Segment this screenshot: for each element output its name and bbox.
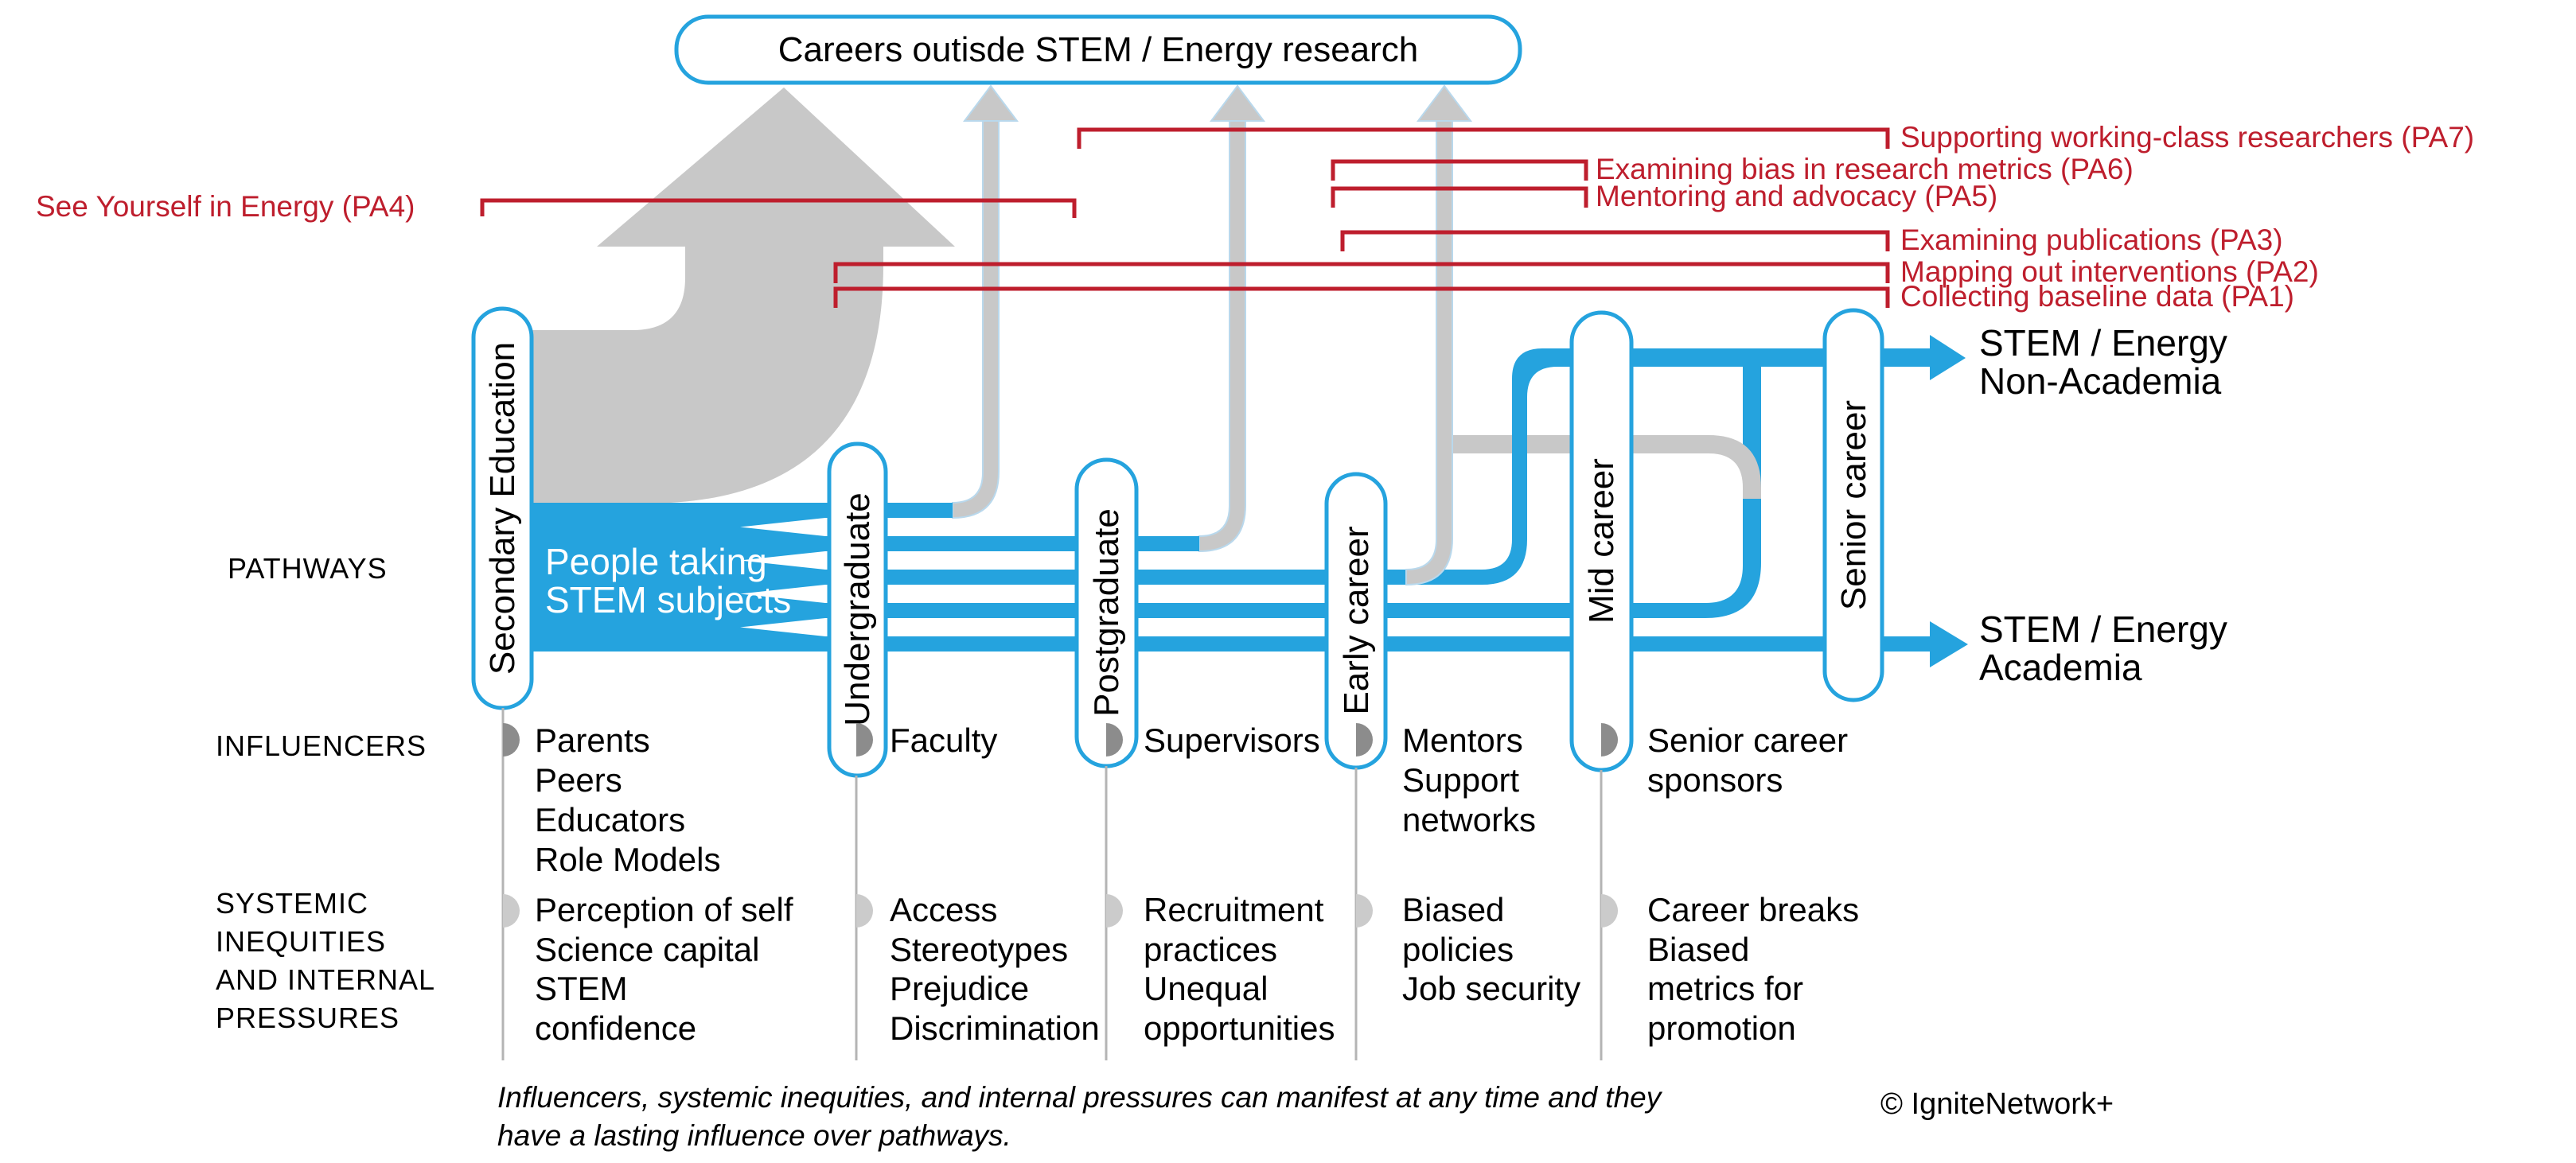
pill-label-secondary: Secondary Education	[483, 342, 522, 675]
pill-label-postgraduate: Postgraduate	[1087, 508, 1126, 717]
systemic-item: Discrimination	[890, 1009, 1100, 1047]
annotation-pa3: Examining publications (PA3)	[1900, 224, 2283, 256]
exit-arrowhead-earlycareer	[1417, 84, 1472, 122]
flow-exit-earlycareer-arrow	[1405, 84, 1472, 586]
flow-band-4	[825, 603, 1705, 618]
careers-outside-label: Careers outisde STEM / Energy research	[778, 30, 1419, 69]
annotation-pa1: Collecting baseline data (PA1)	[1900, 280, 2294, 313]
bracket-pa7	[1077, 127, 1890, 149]
annotation-pa5: Mentoring and advocacy (PA5)	[1596, 180, 1997, 212]
systemic-item: Stereotypes	[890, 931, 1068, 968]
bracket-pa2	[833, 262, 1890, 283]
source-flow-line1: People taking	[545, 541, 767, 582]
flow-midcareer-leavers-band	[1527, 435, 1761, 499]
flow-band-3	[825, 570, 1482, 585]
source-flow-line2: STEM subjects	[545, 579, 791, 620]
credit-label: © IgniteNetwork+	[1880, 1087, 2114, 1121]
influencer-item: Support	[1402, 761, 1519, 799]
flow-midcareer-leavers-band-left	[1436, 435, 1514, 453]
flow-exit-secondary-arrow	[525, 88, 955, 504]
influencer-item: Supervisors	[1144, 722, 1320, 759]
influencer-item: Parents	[535, 722, 650, 759]
systemic-item: STEM	[535, 970, 628, 1007]
flow-split-notches	[740, 518, 825, 636]
influencer-item: Faculty	[890, 722, 997, 759]
influencer-item: networks	[1402, 801, 1536, 838]
pill-label-early-career: Early career	[1337, 526, 1376, 714]
row-label-pathways: PATHWAYS	[228, 552, 388, 585]
arrowhead-academia	[1930, 621, 1968, 667]
annotation-pa6: Examining bias in research metrics (PA6)	[1596, 153, 2134, 185]
systemic-item: Access	[890, 891, 997, 928]
exit-arrowhead-postgraduate	[1210, 84, 1265, 122]
footnote-line1: Influencers, systemic inequities, and in…	[497, 1081, 1663, 1114]
flow-midcareer-connector-tube	[1705, 367, 1761, 618]
bracket-pa3	[1340, 230, 1890, 251]
row-label-systemic-4: PRESSURES	[216, 1002, 399, 1034]
systemic-item: practices	[1144, 931, 1277, 968]
exit-arrowhead-undergraduate	[963, 84, 1019, 122]
arrowhead-nonacademia	[1930, 335, 1966, 380]
bracket-pa4	[480, 198, 1077, 218]
pill-label-mid-career: Mid career	[1582, 458, 1621, 624]
systemic-item: opportunities	[1144, 1009, 1335, 1047]
row-label-systemic-2: INEQUITIES	[216, 925, 386, 958]
footnote-line2: have a lasting influence over pathways.	[497, 1119, 1011, 1152]
systemic-item: Science capital	[535, 931, 760, 968]
systemic-bullets	[503, 894, 1618, 928]
bracket-pa6	[1331, 159, 1588, 181]
outcome-nonacademia-line1: STEM / Energy	[1979, 322, 2227, 364]
careers-outside-box	[674, 14, 1522, 85]
systemic-item: Unequal	[1144, 970, 1268, 1007]
outcome-academia-line1: STEM / Energy	[1979, 609, 2227, 650]
systemic-item: Perception of self	[535, 891, 793, 928]
systemic-item: confidence	[535, 1009, 696, 1047]
bracket-pa1	[833, 286, 1890, 308]
flow-exit-undergraduate-arrow	[952, 84, 1019, 519]
flow-exit-postgraduate-arrow	[1198, 84, 1265, 553]
systemic-item: Biased	[1647, 931, 1749, 968]
systemic-item: metrics for	[1647, 970, 1803, 1007]
influencer-item: sponsors	[1647, 761, 1783, 799]
outcome-academia-line2: Academia	[1979, 647, 2142, 688]
systemic-item: Biased	[1402, 891, 1504, 928]
influencer-texts: Parents Peers Educators Role Models Facu…	[535, 722, 1848, 878]
systemic-item: Recruitment	[1144, 891, 1324, 928]
annotation-pa7: Supporting working-class researchers (PA…	[1900, 121, 2474, 154]
row-label-systemic-3: AND INTERNAL	[216, 963, 435, 996]
influencer-item: Mentors	[1402, 722, 1523, 759]
pill-label-senior-career: Senior career	[1834, 400, 1873, 610]
systemic-item: Job security	[1402, 970, 1580, 1007]
influencer-item: Peers	[535, 761, 622, 799]
systemic-texts: Perception of self Science capital STEM …	[535, 891, 1859, 1047]
row-label-systemic-1: SYSTEMIC	[216, 887, 368, 920]
outcome-nonacademia-line2: Non-Academia	[1979, 360, 2222, 402]
pill-label-undergraduate: Undergraduate	[838, 492, 877, 726]
influencer-item: Educators	[535, 801, 685, 838]
influencer-bullets	[503, 723, 1618, 757]
systemic-item: Prejudice	[890, 970, 1029, 1007]
systemic-item: policies	[1402, 931, 1514, 968]
annotation-brackets	[480, 127, 1890, 308]
systemic-item: promotion	[1647, 1009, 1796, 1047]
annotation-pa2: Mapping out interventions (PA2)	[1900, 255, 2319, 288]
influencer-item: Senior career	[1647, 722, 1848, 759]
bracket-pa5	[1331, 186, 1588, 208]
row-label-influencers: INFLUENCERS	[216, 729, 427, 762]
flow-riser-nonacademia	[1482, 348, 1930, 585]
pill-senior-career	[1822, 308, 1884, 702]
influencer-item: Role Models	[535, 841, 720, 878]
stage-pill-labels: Secondary Education Undergraduate Postgr…	[483, 342, 1873, 726]
systemic-item: Career breaks	[1647, 891, 1859, 928]
annotation-pa4: See Yourself in Energy (PA4)	[36, 190, 415, 223]
